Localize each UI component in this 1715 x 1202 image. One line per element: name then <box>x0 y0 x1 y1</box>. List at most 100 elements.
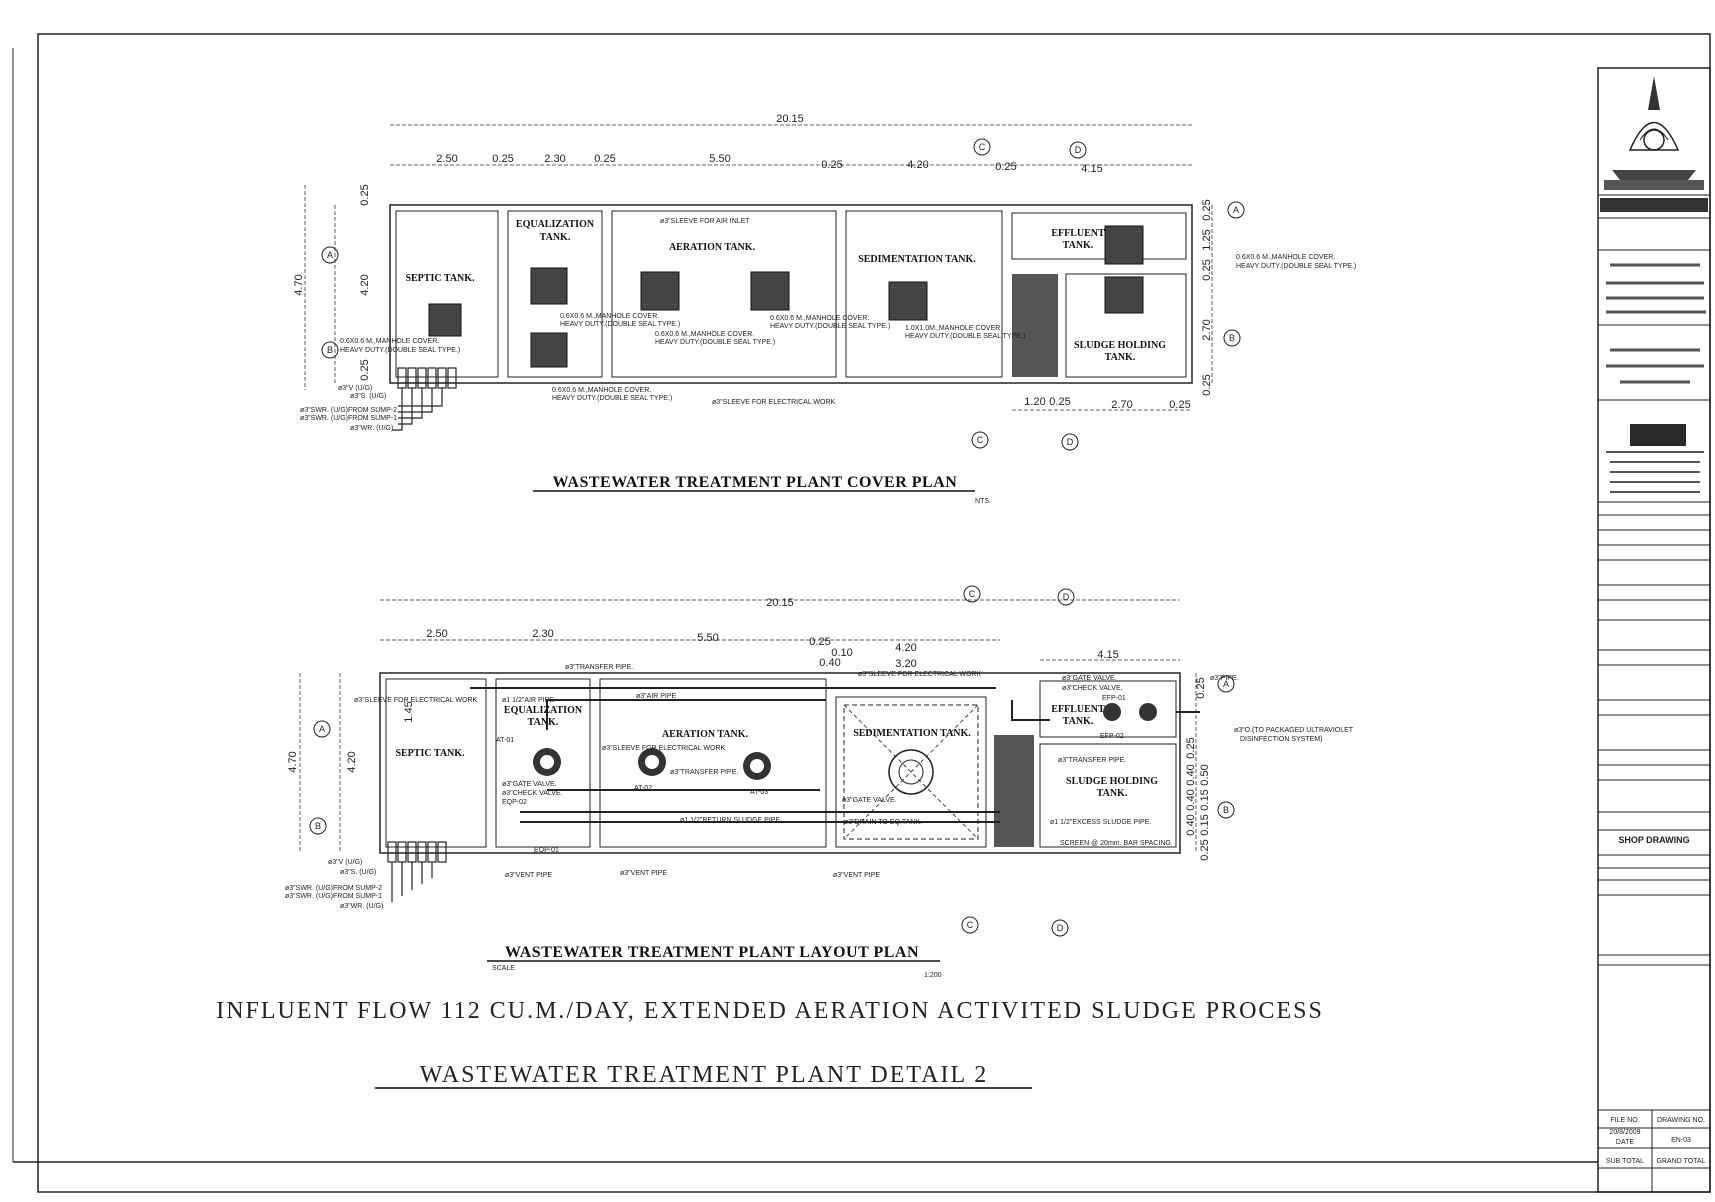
dim-label: 0.25 <box>1201 259 1213 280</box>
note-pipe: ø3"SWR. (U/G)FROM SUMP-2 <box>285 885 382 892</box>
cover-sludge-tank <box>1065 273 1187 378</box>
note-manhole: 0.6X0.6 M.,MANHOLE COVER. <box>340 338 439 345</box>
note-sleeve-air: ø3"SLEEVE FOR AIR INLET <box>660 218 750 225</box>
dim-label: 1.20 <box>1024 396 1045 408</box>
dim-label: 0.25 <box>1201 374 1213 395</box>
layout-effluent-label: TANK. <box>1063 716 1094 727</box>
dim-label: 0.25 <box>1169 399 1190 411</box>
note-pipe: ø3"S. (U/G) <box>340 869 376 876</box>
note-manhole: HEAVY DUTY.(DOUBLE SEAL TYPE.) <box>905 333 1025 340</box>
drawing-no-value: EN-03 <box>1671 1137 1691 1144</box>
note-pipe: ø3"SLEEVE FOR ELECTRICAL WORK <box>858 671 982 678</box>
cover-sedimentation-label: SEDIMENTATION TANK. <box>858 254 976 265</box>
manhole-cover <box>530 332 568 368</box>
dim-label: 0.25 <box>359 184 371 205</box>
note-manhole: 1.0X1.0M.,MANHOLE COVER <box>905 325 1000 332</box>
layout-scale-value: 1:200 <box>924 972 942 979</box>
university-emblem-icon <box>1604 76 1704 190</box>
layout-sedimentation-label: SEDIMENTATION TANK. <box>853 728 971 739</box>
note-pipe: ø3"WR. (U/G) <box>350 425 393 432</box>
equipment-tag: EFP-02 <box>1100 733 1124 740</box>
dim-label: 4.15 <box>1081 163 1102 175</box>
note-manhole: 0.6X0.6 M.,MANHOLE COVER. <box>552 387 651 394</box>
dim-label: 0.25 <box>821 159 842 171</box>
dim-label: 0.25 <box>995 161 1016 173</box>
dim-label: 0.25 <box>594 153 615 165</box>
cover-equalization-tank <box>507 210 603 378</box>
shop-drawing-label: SHOP DRAWING <box>1618 835 1689 845</box>
note-pipe: ø1 1/2"RETURN SLUDGE PIPE. <box>680 817 782 824</box>
cover-overall-dim: 20.15 <box>776 113 804 125</box>
dim-label: 2.70 <box>1111 399 1132 411</box>
note-manhole: HEAVY DUTY.(DOUBLE SEAL TYPE.) <box>1236 263 1356 270</box>
cover-outer-wall <box>389 204 1193 384</box>
dim-label: 2.50 <box>426 628 447 640</box>
note-manhole: HEAVY DUTY.(DOUBLE SEAL TYPE.) <box>655 339 775 346</box>
note-pipe: ø3"SLEEVE FOR ELECTRICAL WORK <box>602 745 726 752</box>
dim-label: 0.25 <box>1049 396 1070 408</box>
section-marker-icon: A B A B C D C D <box>309 585 1235 937</box>
section-letter: B <box>327 345 333 355</box>
note-pipe: ø3"TRANSFER PIPE. <box>1058 757 1126 764</box>
layout-overall-dim: 20.15 <box>766 597 794 609</box>
dim-label: 1.45 <box>403 701 415 722</box>
cover-effluent-label: TANK. <box>1063 240 1094 251</box>
dim-label: 4.70 <box>287 751 299 772</box>
dim-label: 0.40 <box>1185 764 1197 785</box>
layout-aeration-label: AERATION TANK. <box>662 729 749 740</box>
layout-equalization-tank <box>495 678 591 848</box>
cover-septic-label: SEPTIC TANK. <box>405 273 475 284</box>
detail-title: WASTEWATER TREATMENT PLANT DETAIL 2 <box>420 1062 989 1088</box>
layout-septic-tank <box>385 678 487 848</box>
cover-sludge-label: SLUDGE HOLDING <box>1074 340 1166 351</box>
dim-label: 4.20 <box>346 751 358 772</box>
section-letter: C <box>979 142 986 152</box>
section-letter: B <box>1229 333 1235 343</box>
section-letter: A <box>327 250 333 260</box>
dim-label: 0.25 <box>1185 737 1197 758</box>
date-label: DATE <box>1616 1139 1634 1146</box>
note-valve: ø3"CHECK VALVE. <box>502 790 563 797</box>
cover-equalization-label: TANK. <box>540 232 571 243</box>
layout-effluent-label: EFFLUENT <box>1051 704 1105 715</box>
note-manhole: 0.6X0.6 M.,MANHOLE COVER. <box>770 315 869 322</box>
note-pipe: ø3"VENT PIPE <box>505 872 552 879</box>
date-value: 20/8/2009 <box>1609 1129 1640 1136</box>
dim-label: 0.25 <box>1201 199 1213 220</box>
note-pipe: ø3"SWR. (U/G)FROM SUMP-2 <box>300 407 397 414</box>
note-pipe: ø3"SLEEVE FOR ELECTRICAL WORK <box>354 697 478 704</box>
manhole-cover <box>640 271 680 311</box>
dim-label: 0.40 <box>1185 789 1197 810</box>
note-manhole: HEAVY DUTY.(DOUBLE SEAL TYPE.) <box>560 321 680 328</box>
manhole-cover <box>428 303 462 337</box>
note-manhole: 0.6X0.6 M.,MANHOLE COVER. <box>1236 254 1335 261</box>
note-manhole: HEAVY DUTY.(DOUBLE SEAL TYPE.) <box>340 347 460 354</box>
section-letter: A <box>319 724 325 734</box>
cover-equalization-label: EQUALIZATION <box>516 219 595 230</box>
cover-septic-tank <box>395 210 499 378</box>
dim-label: 0.40 <box>1185 814 1197 835</box>
note-uv: ø3"O.(TO PACKAGED ULTRAVIOLET <box>1234 727 1354 734</box>
dim-label: 2.30 <box>532 628 553 640</box>
section-letter: C <box>967 920 974 930</box>
layout-equalization-label: EQUALIZATION <box>504 705 583 716</box>
equipment-tag: EQP-01 <box>534 847 559 854</box>
equipment-tag: AT-03 <box>750 789 768 796</box>
manhole-cover <box>530 267 568 305</box>
section-letter: D <box>1057 923 1064 933</box>
layout-sludge-label: TANK. <box>1097 788 1128 799</box>
section-marker-icon: A B A B C D C D <box>321 138 1245 451</box>
note-pipe: ø3"SWR. (U/G)FROM SUMP-1 <box>285 893 382 900</box>
note-manhole: 0.6X0.6 M.,MANHOLE COVER. <box>655 331 754 338</box>
dim-label: 0.15 <box>1199 814 1211 835</box>
section-letter: B <box>1223 805 1229 815</box>
cover-plan-scale: NTS. <box>975 498 991 505</box>
layout-equalization-label: TANK. <box>528 717 559 728</box>
dim-label: 2.50 <box>436 153 457 165</box>
note-pipe: ø3"AIR PIPE <box>636 693 677 700</box>
cover-aeration-label: AERATION TANK. <box>669 242 756 253</box>
pump-icon <box>533 703 1157 780</box>
note-valve: ø3"GATE VALVE. <box>1062 675 1117 682</box>
file-no-label: FILE NO. <box>1610 1117 1639 1124</box>
